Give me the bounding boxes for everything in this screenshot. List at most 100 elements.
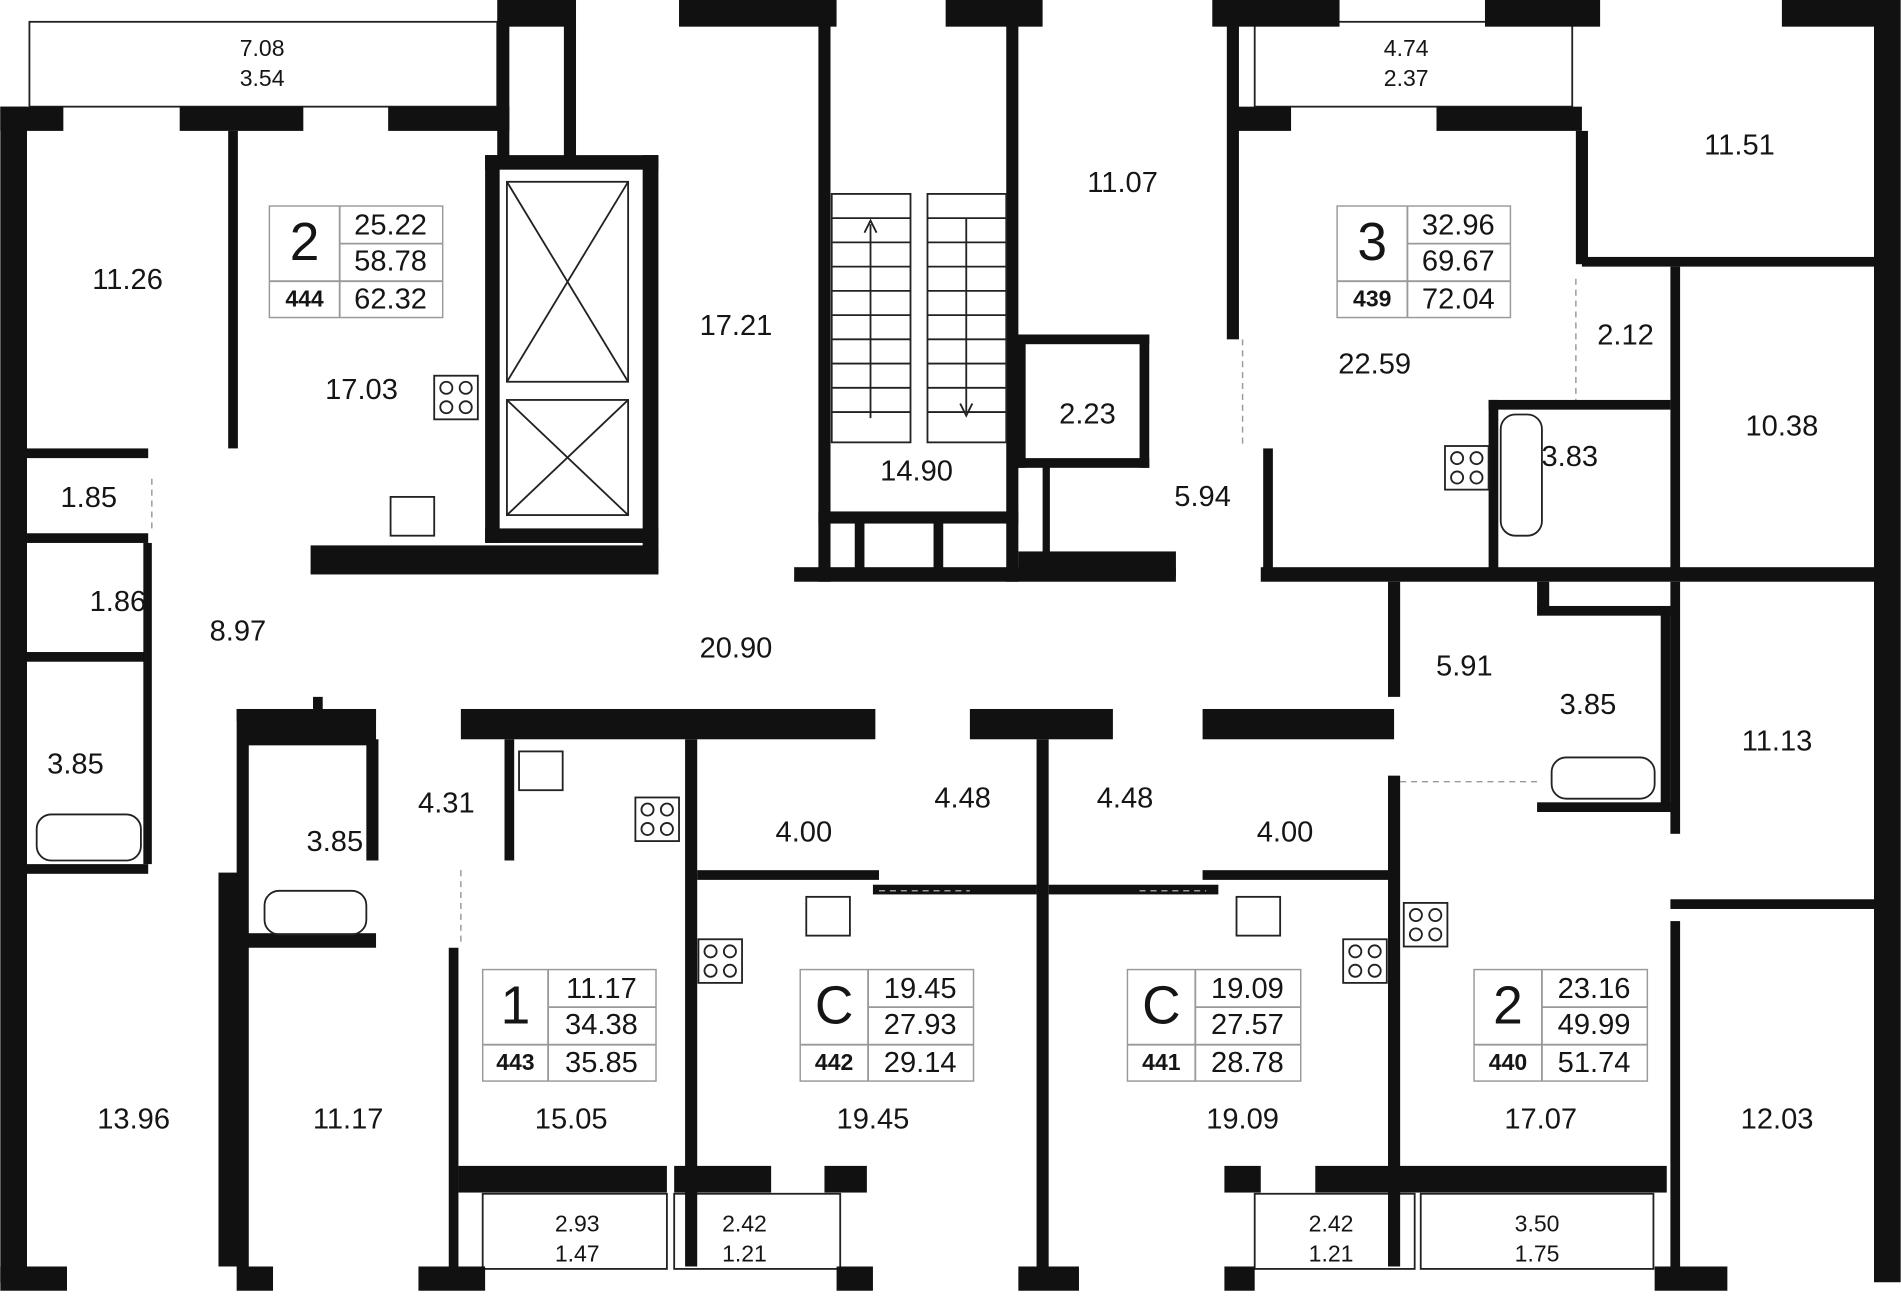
room-area: 17.03 (325, 374, 398, 406)
apartment-room-count: C (815, 977, 854, 1036)
staircase (830, 193, 1008, 444)
room-area: 3.85 (307, 826, 364, 858)
bathtub-icon (1499, 413, 1543, 537)
bathtub-icon (263, 889, 368, 936)
total-area-with-balcony: 62.32 (354, 283, 427, 315)
stove-icon (1402, 901, 1449, 948)
room-area: 11.07 (1087, 167, 1158, 199)
room-area: 11.51 (1704, 129, 1775, 161)
stove-icon (1444, 445, 1490, 491)
apartment-info-439[interactable]: 3 439 32.96 69.67 72.04 (1336, 205, 1512, 319)
room-area: 11.17 (313, 1104, 384, 1136)
apartment-info-443[interactable]: 1 443 11.17 34.38 35.85 (481, 968, 657, 1082)
balcony-area: 2.93 (555, 1210, 600, 1236)
balcony-reduced-area: 1.75 (1515, 1241, 1560, 1267)
balcony-area: 3.50 (1515, 1210, 1560, 1236)
apartment-number: 439 (1353, 286, 1391, 312)
room-area: 3.83 (1542, 441, 1599, 473)
total-area-with-balcony: 29.14 (884, 1047, 957, 1079)
stove-icon (1342, 938, 1388, 984)
elevator-1 (506, 180, 630, 383)
apartment-info-444[interactable]: 2 444 25.22 58.78 62.32 (268, 205, 444, 319)
balcony-reduced-area: 1.47 (555, 1241, 600, 1267)
room-area: 1.86 (90, 586, 147, 618)
partitions (151, 278, 1577, 946)
elevator-2 (506, 399, 630, 516)
apartment-room-count: 2 (1493, 977, 1523, 1036)
balcony-area: 2.42 (1309, 1210, 1354, 1236)
total-area-with-balcony: 28.78 (1211, 1047, 1284, 1079)
living-area: 23.16 (1558, 973, 1631, 1005)
bathtub-icon (35, 813, 142, 862)
room-area: 20.90 (700, 632, 773, 664)
balcony-reduced-area: 1.21 (722, 1241, 767, 1267)
apartment-number: 440 (1489, 1049, 1527, 1075)
balcony-reduced-area: 3.54 (240, 65, 285, 91)
total-area: 34.38 (565, 1009, 638, 1041)
balcony-reduced-area: 2.37 (1384, 65, 1429, 91)
balcony-reduced-area: 1.21 (1309, 1241, 1354, 1267)
room-area: 22.59 (1338, 349, 1411, 381)
room-area: 15.05 (535, 1104, 608, 1136)
balcony-area: 2.42 (722, 1210, 767, 1236)
room-area: 2.12 (1597, 320, 1654, 352)
room-area: 17.21 (700, 310, 773, 342)
apartment-number: 444 (285, 286, 324, 312)
room-area: 13.96 (97, 1104, 170, 1136)
sink-icon (518, 750, 564, 792)
room-area: 5.91 (1436, 650, 1493, 682)
stove-icon (433, 374, 479, 421)
apartment-room-count: 2 (290, 213, 320, 272)
apartment-room-count: C (1142, 977, 1181, 1036)
room-area: 19.45 (837, 1104, 910, 1136)
apartment-room-count: 1 (501, 977, 531, 1036)
balcony-area: 4.74 (1384, 35, 1429, 61)
balcony-labels: 7.08 3.54 4.74 2.37 2.93 1.47 2.42 1.21 … (240, 35, 1560, 1267)
sink-icon (389, 495, 436, 537)
sink-icon (1235, 895, 1282, 937)
room-area: 4.31 (418, 787, 475, 819)
room-area: 2.23 (1059, 398, 1116, 430)
apartment-info-442[interactable]: C 442 19.45 27.93 29.14 (799, 968, 975, 1082)
balcony-bottom-442 (673, 1192, 842, 1270)
room-area: 17.07 (1504, 1104, 1577, 1136)
total-area: 69.67 (1422, 246, 1495, 278)
elevators (506, 180, 630, 516)
room-area: 19.09 (1206, 1104, 1279, 1136)
apartment-number: 441 (1142, 1049, 1181, 1075)
fixtures (35, 374, 1656, 984)
stove-icon (697, 938, 743, 984)
apartment-info-440[interactable]: 2 440 23.16 49.99 51.74 (1473, 968, 1649, 1082)
apartment-room-count: 3 (1357, 213, 1387, 272)
living-area: 19.09 (1211, 973, 1284, 1005)
room-area: 5.94 (1174, 481, 1231, 513)
total-area: 27.57 (1211, 1009, 1284, 1041)
balcony-top-right (1253, 20, 1574, 108)
balcony-bottom-443 (481, 1192, 668, 1270)
room-area: 4.00 (776, 817, 833, 849)
living-area: 32.96 (1422, 209, 1495, 241)
living-area: 25.22 (354, 209, 427, 241)
total-area-with-balcony: 51.74 (1558, 1047, 1631, 1079)
total-area: 58.78 (354, 246, 427, 278)
apartment-info-441[interactable]: C 441 19.09 27.57 28.78 (1126, 968, 1302, 1082)
living-area: 19.45 (884, 973, 957, 1005)
total-area: 27.93 (884, 1009, 957, 1041)
room-area: 3.85 (47, 749, 104, 781)
room-area: 4.00 (1257, 817, 1314, 849)
room-area: 4.48 (1097, 783, 1154, 815)
room-area: 8.97 (210, 615, 267, 647)
balcony-bottom-441 (1253, 1192, 1416, 1270)
room-area: 14.90 (880, 455, 953, 487)
room-area: 1.85 (60, 482, 117, 514)
room-labels: 11.26 17.03 1.85 1.86 8.97 3.85 17.21 14… (47, 129, 1818, 1135)
room-area: 10.38 (1746, 411, 1819, 443)
room-area: 4.48 (934, 783, 991, 815)
apartment-number: 443 (496, 1049, 534, 1075)
apartment-number: 442 (815, 1049, 853, 1075)
room-area: 3.85 (1560, 689, 1617, 721)
balcony-bottom-440 (1419, 1192, 1655, 1270)
sink-icon (805, 895, 851, 937)
